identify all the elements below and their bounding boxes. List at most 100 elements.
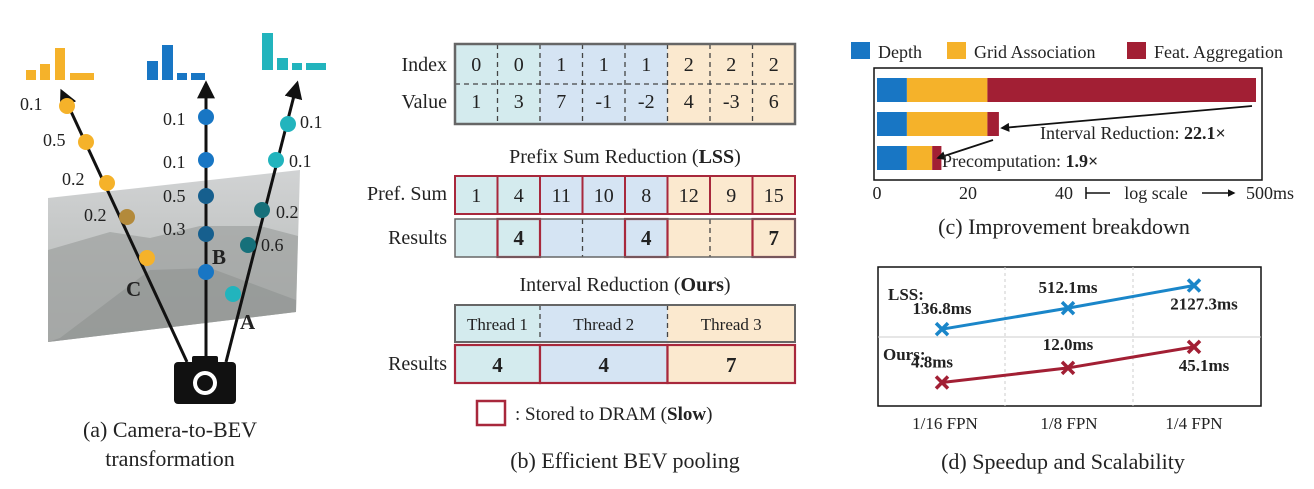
index-cell-3: 1 (599, 54, 609, 76)
lss-series-label: LSS: (888, 285, 924, 304)
index-cell-1: 0 (514, 54, 524, 76)
ours-result-1: 4 (599, 353, 610, 377)
value-row-label: Value (401, 91, 447, 113)
x-tick-40: 40 (1055, 183, 1073, 203)
lss-results-row-label: Results (388, 227, 447, 249)
depth-point-c-2 (99, 175, 115, 191)
prob-label-a-0: 0.1 (300, 112, 323, 132)
lss-result-bg-7 (752, 219, 795, 257)
depth-point-b-4 (198, 264, 214, 280)
lss-result-bg-3 (582, 219, 625, 257)
value-cell-7: 6 (769, 91, 779, 113)
prob-label-a-1: 0.1 (289, 151, 312, 171)
caption-a-line1: (a) Camera-to-BEV (83, 417, 257, 442)
lss-result-4: 4 (641, 226, 652, 250)
value-cell-2: 7 (556, 91, 566, 113)
x-tick-0: 0 (873, 183, 882, 203)
breakdown-bars (877, 78, 1256, 170)
prob-label-a-3: 0.6 (261, 235, 284, 255)
precomp-arrow (936, 139, 994, 161)
pref-cell-bg-3 (581, 175, 626, 215)
thread-bg-0 (455, 305, 540, 342)
prob-label-b-1: 0.1 (163, 152, 186, 172)
prob-label-c-0: 0.1 (20, 94, 43, 114)
camera-icon (174, 356, 236, 404)
legend-label-2: Feat. Aggregation (1154, 42, 1283, 62)
x-tick-1-16: 1/16 FPN (912, 414, 978, 433)
lss-result-7: 7 (769, 226, 780, 250)
depth-point-a-0 (280, 116, 296, 132)
index-cell-0: 0 (471, 54, 481, 76)
pref-cell-bg-6 (709, 175, 754, 215)
bar-0-grid-association (906, 78, 988, 102)
bar-0-feat-aggregation (987, 78, 1256, 102)
ours-title: Interval Reduction (Ours) (519, 274, 730, 296)
depth-point-c-1 (78, 134, 94, 150)
prob-label-c-3: 0.2 (84, 205, 107, 225)
x-tick-500: 500ms (1246, 183, 1294, 203)
panel-d: 136.8ms512.1ms2127.3ms4.8ms12.0ms45.1ms … (877, 266, 1262, 474)
pref-cell-2: 11 (552, 185, 571, 207)
depth-point-c-4 (139, 250, 155, 266)
ours-series-label: Ours: (883, 345, 926, 364)
value-cell-6: -3 (723, 91, 740, 113)
depth-histogram-c (26, 48, 94, 80)
x-tick-20: 20 (959, 183, 977, 203)
legend-label-1: Grid Association (974, 42, 1096, 62)
pref-cell-1: 4 (514, 185, 524, 207)
prob-label-b-3: 0.3 (163, 219, 186, 239)
precomp-annotation: Precomputation: 1.9× (942, 151, 1098, 171)
thread-bg-2 (667, 305, 795, 342)
bar-2-depth (877, 146, 907, 170)
depth-histogram-a (262, 33, 326, 70)
depth-point-b-2 (198, 188, 214, 204)
thread-label-2: Thread 3 (701, 315, 762, 334)
bar-2-grid-association (906, 146, 933, 170)
index-cell-5: 2 (684, 54, 694, 76)
pref-cell-6: 9 (726, 185, 736, 207)
value-label-lss-2: 2127.3ms (1170, 294, 1238, 313)
depth-point-a-3 (240, 237, 256, 253)
x-tick-1-8: 1/8 FPN (1040, 414, 1097, 433)
value-label-lss-1: 512.1ms (1038, 278, 1097, 297)
pref-cell-5: 12 (679, 185, 699, 207)
prob-label-a-2: 0.2 (276, 202, 299, 222)
index-cell-7: 2 (769, 54, 779, 76)
thread-label-1: Thread 2 (573, 315, 634, 334)
lss-result-bg-1 (497, 219, 540, 257)
legend-label-0: Depth (878, 42, 922, 62)
ours-result-0: 4 (492, 353, 503, 377)
caption-c: (c) Improvement breakdown (938, 214, 1190, 239)
pref-cell-3: 10 (594, 185, 614, 207)
dram-legend-text: : Stored to DRAM (Slow) (515, 404, 712, 425)
bar-1-feat-aggregation (987, 112, 999, 136)
value-cell-0: 1 (471, 91, 481, 113)
panel-a: 0.10.50.20.20.10.10.50.30.10.10.20.6 C B… (20, 33, 326, 471)
bar-1-grid-association (906, 112, 988, 136)
prob-label-c-1: 0.5 (43, 130, 66, 150)
index-row-label: Index (401, 54, 447, 76)
thread-label-0: Thread 1 (467, 315, 528, 334)
x-tick-1-4: 1/4 FPN (1165, 414, 1222, 433)
ray-label-c: C (126, 277, 141, 301)
marker-ours-1 (1060, 360, 1076, 376)
ours-results-row-label: Results (388, 353, 447, 375)
value-label-lss-0: 136.8ms (912, 299, 971, 318)
pref-sum-row-label: Pref. Sum (367, 183, 447, 205)
caption-a-line2: transformation (105, 446, 235, 471)
legend-swatch-0 (851, 42, 870, 59)
lss-result-bg-4 (625, 219, 668, 257)
marker-lss-0 (934, 321, 950, 337)
value-label-ours-2: 45.1ms (1179, 356, 1230, 375)
breakdown-legend: Depth Grid Association Feat. Aggregation (851, 42, 1283, 62)
value-cell-4: -2 (638, 91, 655, 113)
marker-ours-2 (1186, 339, 1202, 355)
depth-point-b-3 (198, 226, 214, 242)
prob-label-b-0: 0.1 (163, 109, 186, 129)
dram-legend-swatch (475, 399, 507, 427)
